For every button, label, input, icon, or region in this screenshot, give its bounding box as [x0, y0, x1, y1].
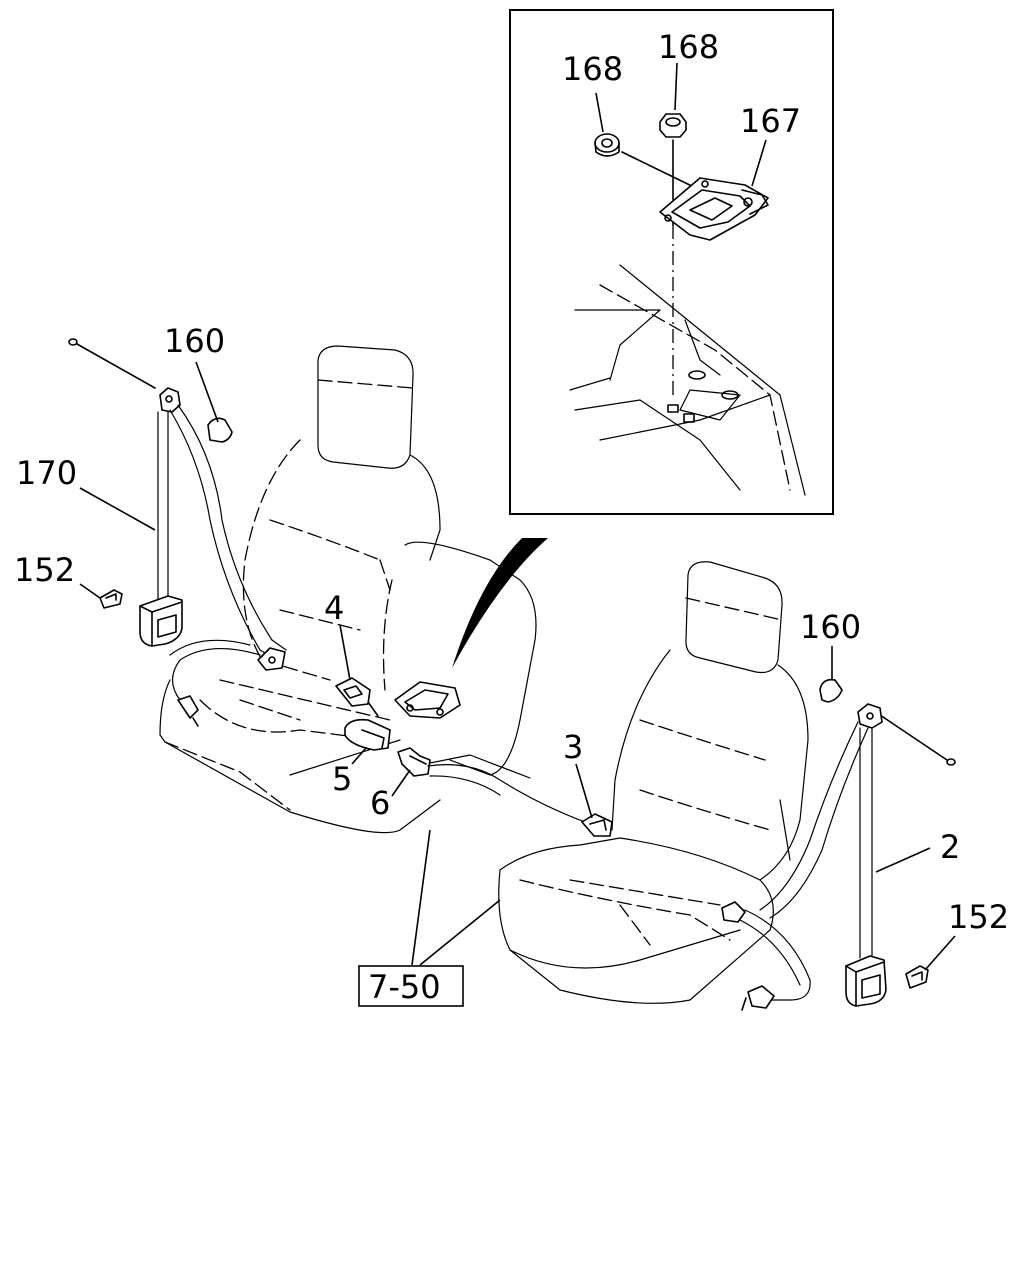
leader-ref-right-seat: [419, 899, 501, 966]
callout-170: 170: [16, 454, 77, 492]
leader-170: [79, 487, 156, 531]
buckle-6: [397, 747, 586, 823]
right-seat: [498, 561, 809, 1004]
inset-detail: [509, 9, 834, 515]
callout-5: 5: [332, 760, 352, 798]
left-seat: [159, 345, 537, 834]
inset-frame: [509, 9, 834, 515]
leader-168-top: [674, 62, 678, 111]
callout-168-left: 168: [562, 50, 623, 88]
callout-6: 6: [370, 784, 390, 822]
cover-160-left: [207, 417, 233, 443]
leader-5: [351, 747, 367, 765]
leader-168-left: [595, 92, 604, 133]
tab-152-left: [99, 589, 123, 609]
bolt-washer-right: [946, 758, 956, 766]
leader-ref-left-seat: [411, 829, 431, 966]
nut-168-left: [594, 133, 620, 157]
callout-3: 3: [563, 728, 583, 766]
leader-6: [391, 769, 411, 797]
retractor-right: [845, 955, 887, 1007]
seat-belt-170: [68, 338, 287, 727]
inset-body-floor: [569, 264, 806, 496]
callout-2: 2: [940, 828, 960, 866]
callout-168-top: 168: [658, 28, 719, 66]
seat-belt-2: [721, 678, 956, 1011]
cover-160-right: [819, 678, 843, 703]
buckle-4: [335, 677, 379, 717]
leader-167: [751, 139, 767, 187]
leader-3: [575, 763, 593, 819]
reference-box-label: 7-50: [368, 968, 441, 1006]
reference-box: [358, 965, 464, 1007]
callout-167: 167: [740, 102, 801, 140]
leader-152-left: [79, 583, 101, 599]
bracket-167: [659, 177, 769, 241]
callout-4: 4: [324, 589, 344, 627]
nut-168-top: [659, 113, 687, 138]
leader-152-right: [924, 935, 956, 971]
buckle-5: [344, 718, 391, 751]
leader-160-left: [195, 361, 219, 423]
callout-152-left: 152: [14, 551, 75, 589]
buckle-3: [581, 813, 613, 837]
callout-160-right: 160: [800, 608, 861, 646]
retractor-left: [139, 595, 183, 647]
seat-latch: [394, 681, 461, 719]
leader-2: [875, 847, 931, 873]
leader-4: [339, 624, 351, 681]
bolt-washer-left: [68, 338, 78, 346]
callout-160-left: 160: [164, 322, 225, 360]
callout-152-right: 152: [948, 898, 1009, 936]
